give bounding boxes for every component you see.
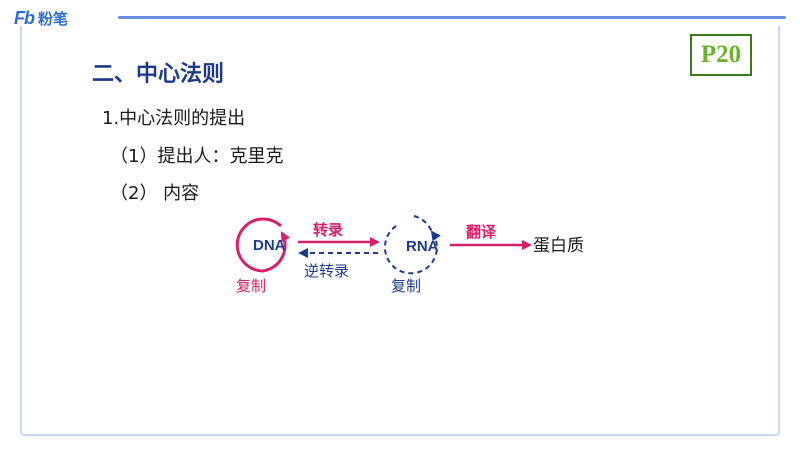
translation-label: 翻译 <box>466 223 497 241</box>
page-number-box: P20 <box>690 34 752 76</box>
text-line-1: 1.中心法则的提出 <box>102 108 246 129</box>
rna-replication-label: 复制 <box>391 277 421 295</box>
logo-mark: Fb <box>14 8 35 28</box>
dna-replication-label: 复制 <box>236 277 266 295</box>
text-line-3: （2） 内容 <box>110 183 200 204</box>
protein-label: 蛋白质 <box>533 236 584 256</box>
page-number: P20 <box>700 41 742 68</box>
rna-label: RNA <box>406 238 439 255</box>
slide-frame <box>20 26 780 436</box>
logo: Fb 粉笔 <box>14 8 68 29</box>
header-divider <box>118 16 786 19</box>
section-title: 二、中心法则 <box>92 62 225 87</box>
dna-label: DNA <box>253 237 286 254</box>
transcription-label: 转录 <box>313 221 343 239</box>
dna-replication-loop <box>235 217 291 273</box>
rna-replication-loop-head <box>413 215 433 233</box>
logo-text: 粉笔 <box>38 10 69 28</box>
reverse-transcription-label: 逆转录 <box>304 262 349 280</box>
text-line-2: （1）提出人：克里克 <box>110 146 284 167</box>
